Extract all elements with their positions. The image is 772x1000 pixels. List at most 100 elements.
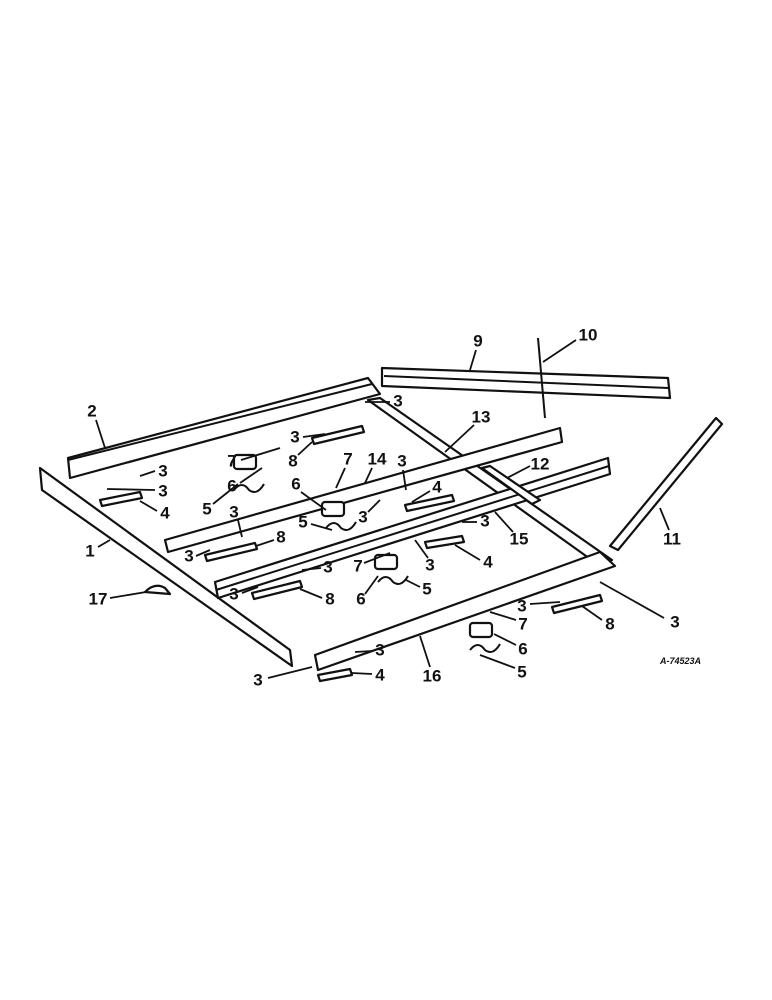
leader-line (302, 433, 326, 438)
leader-line (506, 465, 531, 479)
callout-7: 7 (343, 449, 352, 468)
callout-1: 1 (85, 541, 94, 560)
leader-line (489, 611, 517, 621)
callout-9: 9 (473, 331, 482, 350)
rail-16 (313, 550, 617, 672)
callout-3: 3 (393, 391, 402, 410)
callout-3: 3 (158, 481, 167, 500)
leader-line (419, 635, 431, 668)
leader-line (479, 654, 516, 669)
callout-4: 4 (160, 503, 170, 522)
callout-7: 7 (518, 614, 527, 633)
callout-5: 5 (202, 499, 211, 518)
figure-id: A-74523A (659, 656, 701, 666)
callout-3: 3 (323, 557, 332, 576)
leader-line (300, 491, 327, 511)
leader-line (297, 441, 313, 456)
callout-8: 8 (288, 451, 297, 470)
callout-3: 3 (670, 612, 679, 631)
leader-line (299, 588, 323, 599)
leader-line (237, 519, 243, 538)
rail-2 (66, 376, 382, 480)
rod-10 (537, 337, 546, 419)
callout-3: 3 (425, 555, 434, 574)
rail-13 (163, 426, 564, 554)
leader-line (354, 650, 373, 653)
callout-6: 6 (291, 474, 300, 493)
callout-17: 17 (89, 589, 108, 608)
callout-10: 10 (579, 325, 598, 344)
leader-lines (95, 339, 670, 679)
leader-line (239, 467, 263, 484)
leader-line (402, 469, 407, 491)
rail-9 (380, 366, 672, 400)
leader-line (367, 499, 381, 513)
callout-3: 3 (229, 502, 238, 521)
leader-line (599, 581, 665, 619)
leader-line (529, 601, 561, 605)
leader-line (364, 575, 379, 595)
leader-line (542, 339, 577, 363)
leader-line (414, 539, 429, 559)
rail-14-15 (213, 456, 612, 600)
callout-16: 16 (423, 666, 442, 685)
leader-line (106, 488, 156, 491)
leader-line (659, 507, 670, 531)
callout-5: 5 (298, 512, 307, 531)
leader-line (255, 539, 275, 547)
callout-3: 3 (158, 461, 167, 480)
cross-member (366, 396, 614, 568)
leader-line (335, 467, 346, 489)
leader-line (109, 591, 147, 599)
callout-6: 6 (356, 589, 365, 608)
leader-line (454, 544, 481, 561)
callout-7: 7 (353, 556, 362, 575)
callout-14: 14 (368, 449, 387, 468)
callout-8: 8 (276, 527, 285, 546)
leader-line (581, 605, 603, 621)
rail-1 (38, 466, 294, 668)
leader-line (310, 523, 333, 531)
leader-line (95, 419, 106, 449)
callout-2: 2 (87, 401, 96, 420)
bracket-17 (143, 584, 172, 596)
leader-line (469, 349, 477, 371)
leader-line (363, 552, 391, 564)
callout-3: 3 (480, 511, 489, 530)
callout-4: 4 (432, 477, 442, 496)
rail-11 (608, 416, 724, 552)
leader-line (267, 666, 313, 679)
bracket-12 (480, 464, 542, 506)
callout-8: 8 (325, 589, 334, 608)
callout-13: 13 (472, 407, 491, 426)
leader-line (139, 500, 158, 512)
callout-11: 11 (663, 529, 681, 548)
callout-4: 4 (483, 552, 493, 571)
leader-line (493, 633, 517, 646)
callout-12: 12 (531, 454, 550, 473)
leader-line (97, 539, 111, 548)
leader-line (444, 424, 475, 453)
leader-line (301, 567, 322, 571)
leader-line (351, 672, 373, 675)
callout-7: 7 (227, 451, 236, 470)
callout-3: 3 (253, 670, 262, 689)
callout-5: 5 (422, 579, 431, 598)
callout-4: 4 (375, 665, 385, 684)
callout-3: 3 (358, 507, 367, 526)
callout-5: 5 (517, 662, 526, 681)
small-parts (98, 424, 604, 683)
leader-line (411, 490, 431, 503)
leader-line (405, 579, 421, 588)
leader-line (139, 470, 156, 477)
callout-3: 3 (397, 451, 406, 470)
callout-3: 3 (517, 596, 526, 615)
leader-line (364, 467, 373, 484)
callout-3: 3 (290, 427, 299, 446)
callout-3: 3 (229, 584, 238, 603)
leader-line (240, 447, 281, 461)
callout-3: 3 (184, 546, 193, 565)
leader-line (241, 586, 259, 594)
